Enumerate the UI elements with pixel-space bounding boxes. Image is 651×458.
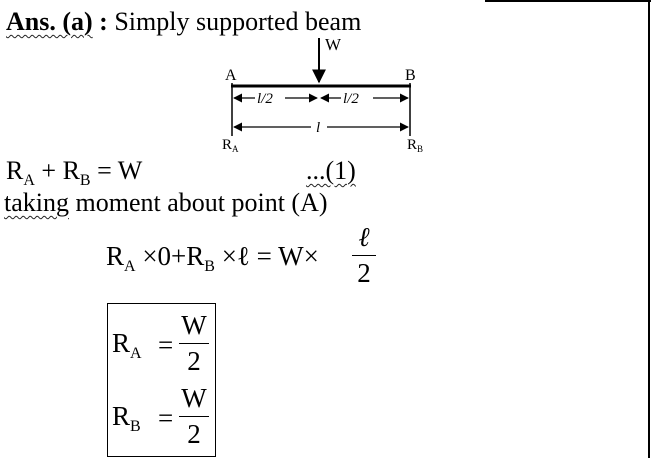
result-rb-fraction: W 2 <box>179 383 209 450</box>
dim-left-half-label: l/2 <box>257 91 273 107</box>
page-border-right <box>648 0 650 458</box>
answer-heading: Ans. (a) : Simply supported beam <box>6 9 361 35</box>
load-label: W <box>325 36 342 54</box>
page-border-top <box>485 0 651 2</box>
answer-title: Simply supported beam <box>114 7 362 36</box>
result-ra-equals: = <box>158 330 174 360</box>
answer-colon: : <box>92 7 115 36</box>
result-rb-label: RB <box>112 401 141 435</box>
end-label-a: A <box>225 67 237 84</box>
dim-span-label: l <box>316 120 320 136</box>
beam-diagram: W A B l/2 l/2 l RA RB <box>222 36 423 154</box>
end-label-b: B <box>405 67 416 84</box>
equilibrium-equation: RA + RB = W <box>6 156 143 189</box>
answer-label: Ans. (a) <box>6 7 93 36</box>
moment-equation: RA ×0+RB ×ℓ = W× <box>106 241 319 275</box>
reaction-b-label: RB <box>407 137 423 154</box>
moment-fraction: ℓ 2 <box>352 222 376 289</box>
moment-statement: taking moment about point (A) <box>4 188 328 217</box>
equation-number: ...(1) <box>306 156 356 185</box>
reaction-a-label: RA <box>222 137 239 154</box>
result-rb-equals: = <box>158 403 174 433</box>
dim-right-half-label: l/2 <box>343 91 359 107</box>
moment-fraction-num: ℓ <box>358 222 370 252</box>
result-ra-label: RA <box>112 328 142 362</box>
result-box <box>107 303 216 457</box>
result-ra-fraction: W 2 <box>179 310 209 377</box>
moment-fraction-den: 2 <box>357 258 371 288</box>
